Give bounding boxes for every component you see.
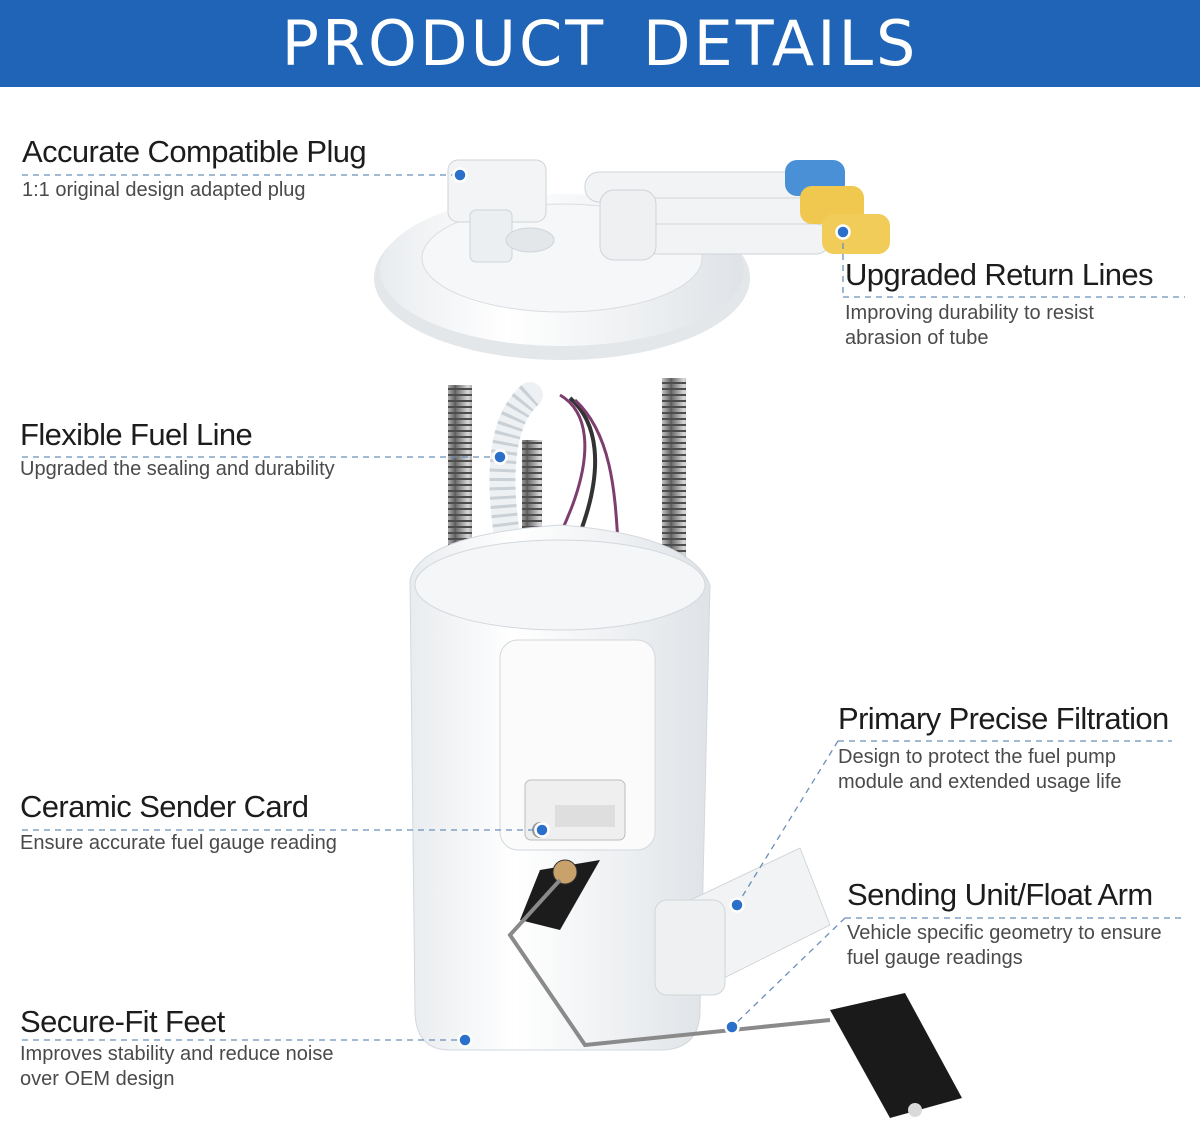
- callout-desc-line2: module and extended usage life: [838, 771, 1122, 793]
- callout-desc-line1: Vehicle specific geometry to ensure: [847, 922, 1162, 944]
- callout-return-lines: Upgraded Return Lines Improving durabili…: [845, 257, 1154, 351]
- callout-desc-line1: Design to protect the fuel pump: [838, 746, 1116, 768]
- callout-title: Sending Unit/Float Arm: [847, 877, 1153, 912]
- callout-accurate-plug: Accurate Compatible Plug 1:1 original de…: [22, 134, 367, 203]
- top-flange: [374, 159, 890, 360]
- callout-desc: Upgraded the sealing and durability: [20, 458, 335, 480]
- float-arm: [507, 859, 962, 1118]
- callout-title: Ceramic Sender Card: [20, 789, 309, 824]
- callout-dots: [452, 167, 851, 1048]
- callout-title: Primary Precise Filtration: [838, 701, 1169, 736]
- callout-title: Secure-Fit Feet: [20, 1004, 225, 1039]
- callout-ceramic-sender: Ceramic Sender Card Ensure accurate fuel…: [20, 789, 337, 856]
- callout-secure-fit-feet: Secure-Fit Feet Improves stability and r…: [20, 1004, 334, 1092]
- callout-title: Flexible Fuel Line: [20, 417, 253, 452]
- callout-desc-line1: Improves stability and reduce noise: [20, 1043, 334, 1065]
- callout-desc-line1: Improving durability to resist: [845, 302, 1094, 324]
- callout-desc: Ensure accurate fuel gauge reading: [20, 832, 337, 854]
- leader-lines: [22, 174, 1185, 1041]
- callout-flexible-fuel-line: Flexible Fuel Line Upgraded the sealing …: [20, 417, 335, 482]
- callout-float-arm: Sending Unit/Float Arm Vehicle specific …: [847, 877, 1162, 971]
- callout-desc-line2: fuel gauge readings: [847, 947, 1023, 969]
- callout-primary-filtration: Primary Precise Filtration Design to pro…: [838, 701, 1169, 795]
- callout-desc-line2: over OEM design: [20, 1068, 175, 1090]
- page-title: PRODUCT DETAILS: [281, 7, 919, 80]
- callout-desc: 1:1 original design adapted plug: [22, 179, 306, 201]
- callout-title: Accurate Compatible Plug: [22, 134, 367, 169]
- callout-desc-line2: abrasion of tube: [845, 327, 989, 349]
- callout-title: Upgraded Return Lines: [845, 257, 1154, 292]
- header-banner: PRODUCT DETAILS: [0, 0, 1200, 87]
